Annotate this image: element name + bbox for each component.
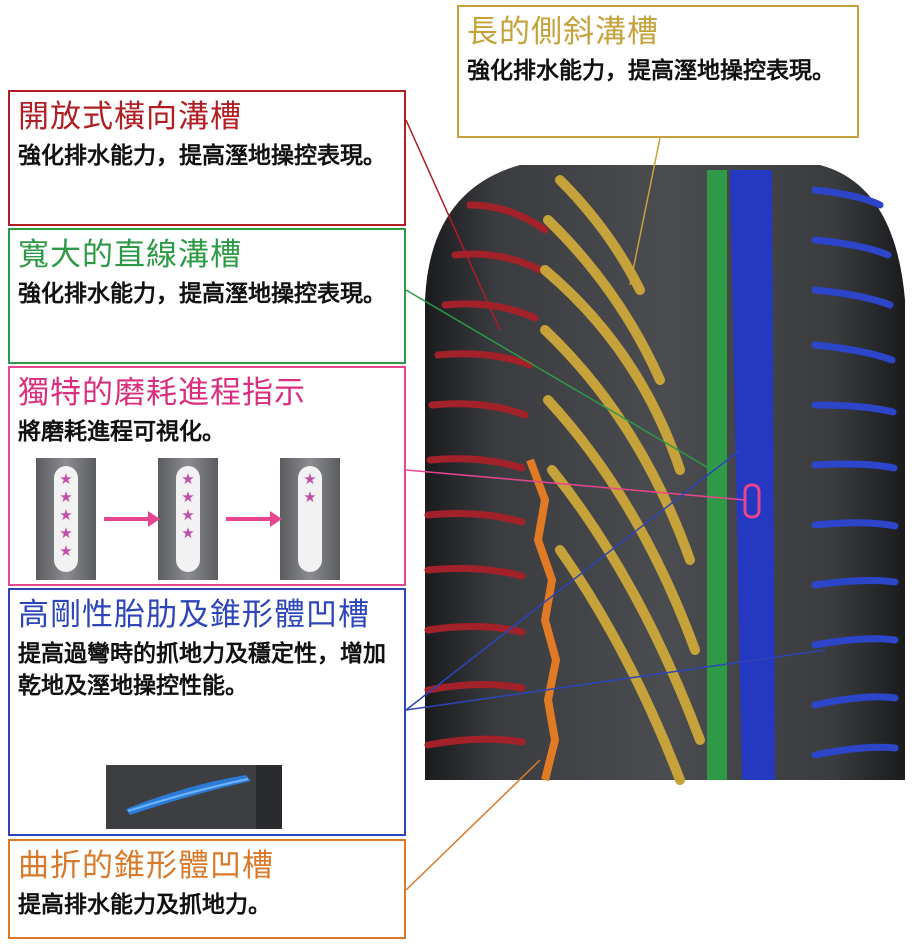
- leader-wide: [405, 289, 713, 471]
- callout-title: 曲折的錐形體凹槽: [18, 848, 274, 884]
- wear-star-icon: ★: [59, 524, 72, 542]
- wear-stage-3: ★★: [280, 458, 340, 580]
- wear-progression-diagram: ★★★★★★★★★★★: [36, 458, 340, 580]
- callout-long-oblique-groove: 長的側斜溝槽 強化排水能力，提高溼地操控表現。: [457, 5, 859, 138]
- leader-open: [405, 119, 501, 331]
- rib-groove-closeup: [106, 765, 282, 829]
- leader-long: [629, 137, 661, 286]
- callout-desc: 提高過彎時的抓地力及穩定性，增加乾地及溼地操控性能。: [18, 641, 386, 699]
- arrow-right-icon: [226, 511, 282, 527]
- wear-star-icon: ★: [181, 524, 194, 542]
- callout-open-lateral-groove: 開放式橫向溝槽 強化排水能力，提高溼地操控表現。: [8, 90, 406, 226]
- shoulder-grooves-blue: [811, 186, 899, 759]
- lateral-grooves-red: [424, 201, 549, 749]
- callout-title: 高剛性胎肋及錐形體凹槽: [18, 597, 370, 633]
- wear-star-icon: ★: [303, 470, 316, 488]
- callout-desc: 將磨耗進程可視化。: [18, 419, 225, 445]
- straight-groove-green: [707, 170, 727, 780]
- wear-stage-2: ★★★★: [158, 458, 218, 580]
- wear-star-icon: ★: [181, 470, 194, 488]
- wear-star-icon: ★: [59, 470, 72, 488]
- callout-desc: 強化排水能力，提高溼地操控表現。: [18, 281, 386, 307]
- callout-zigzag-groove: 曲折的錐形體凹槽 提高排水能力及抓地力。: [8, 839, 406, 939]
- wear-star-icon: ★: [59, 506, 72, 524]
- callout-title: 開放式橫向溝槽: [18, 99, 242, 135]
- wear-star-icon: ★: [181, 488, 194, 506]
- callout-wide-straight-groove: 寬大的直線溝槽 強化排水能力，提高溼地操控表現。: [8, 228, 406, 364]
- callout-title: 獨特的磨耗進程指示: [18, 375, 306, 411]
- callout-desc: 強化排水能力，提高溼地操控表現。: [18, 143, 386, 169]
- callout-wear-indicator: 獨特的磨耗進程指示 將磨耗進程可視化。 ★★★★★★★★★★★: [8, 366, 406, 586]
- wear-star-icon: ★: [181, 506, 194, 524]
- leader-rib-1: [405, 449, 741, 711]
- leader-zig: [405, 759, 541, 891]
- wear-star-icon: ★: [59, 488, 72, 506]
- arrow-right-icon: [104, 511, 160, 527]
- callout-desc: 提高排水能力及抓地力。: [18, 892, 271, 918]
- rigid-rib-blue: [730, 170, 775, 780]
- leader-wear: [405, 469, 746, 501]
- leader-rib-2: [405, 649, 826, 711]
- wear-star-icon: ★: [303, 488, 316, 506]
- callout-desc: 強化排水能力，提高溼地操控表現。: [467, 58, 835, 84]
- wear-star-icon: ★: [59, 542, 72, 560]
- callout-rigid-rib: 高剛性胎肋及錐形體凹槽 提高過彎時的抓地力及穩定性，增加乾地及溼地操控性能。: [8, 588, 406, 836]
- callout-title: 長的側斜溝槽: [467, 14, 659, 50]
- wear-stage-1: ★★★★★: [36, 458, 96, 580]
- callout-title: 寬大的直線溝槽: [18, 237, 242, 273]
- wear-indicator-mark: [743, 483, 761, 519]
- zigzag-groove-orange: [526, 458, 561, 781]
